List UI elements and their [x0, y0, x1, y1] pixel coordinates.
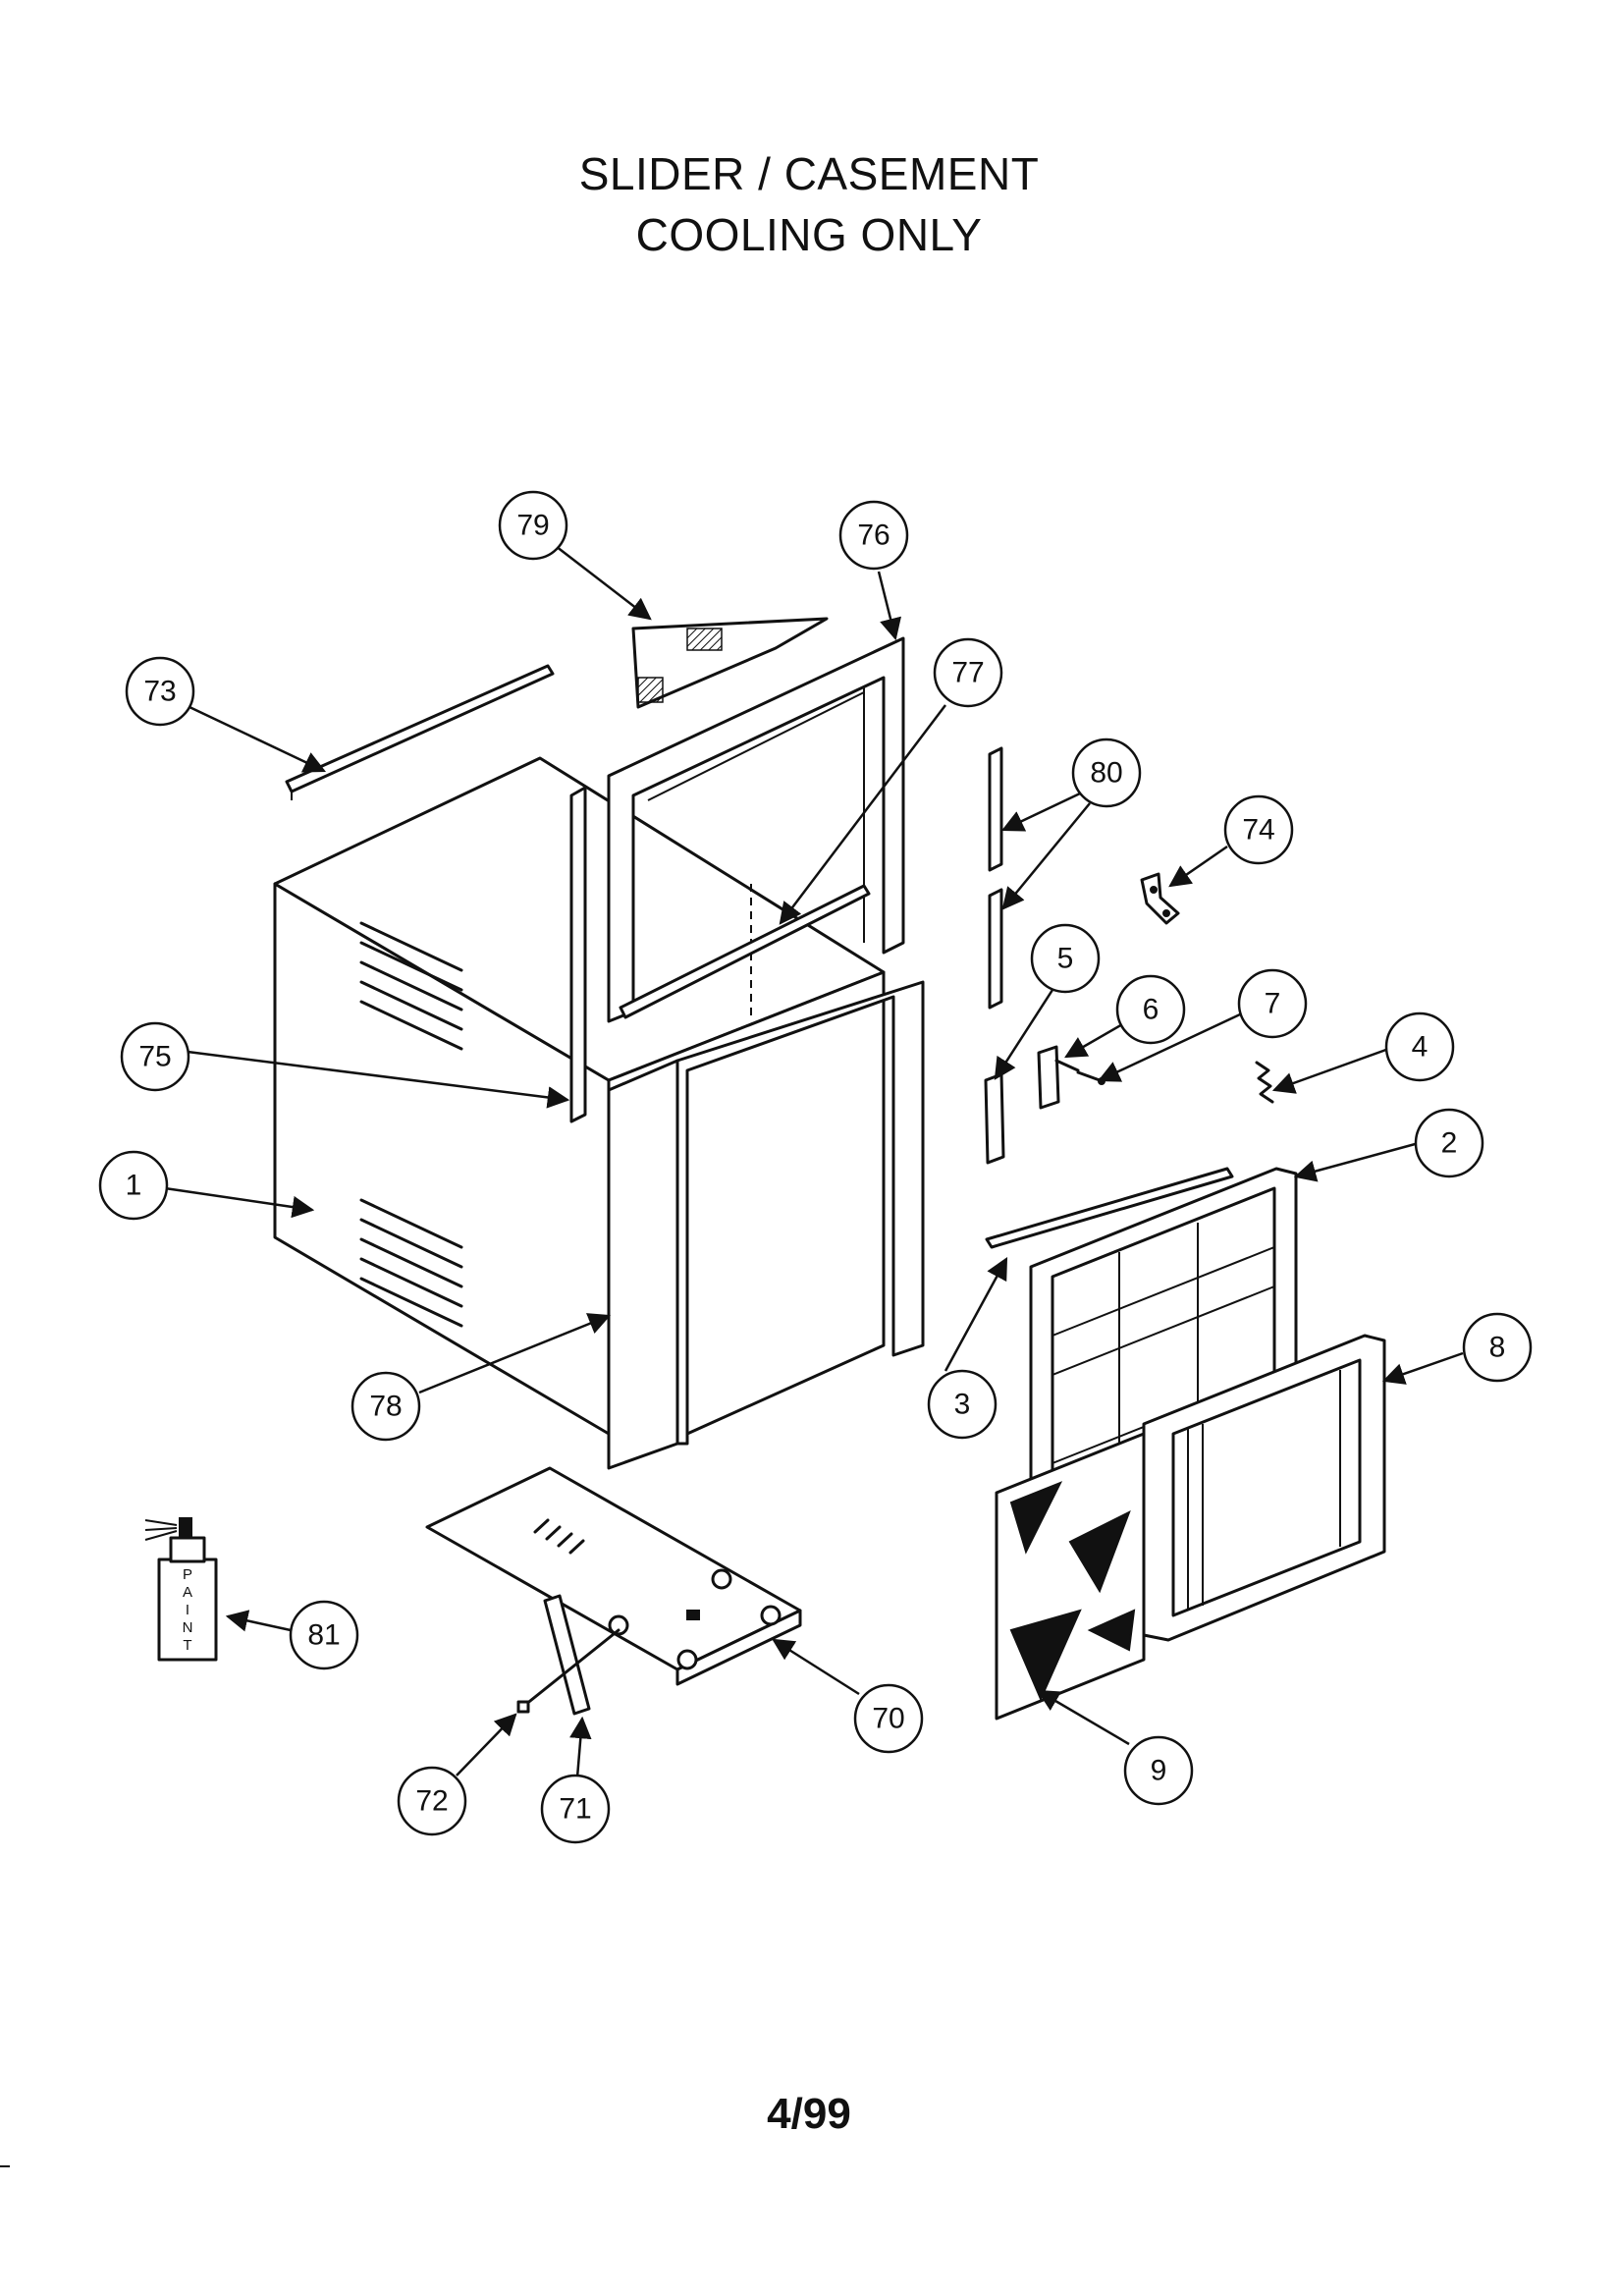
- svg-text:T: T: [183, 1637, 191, 1654]
- callout-74: 74: [1223, 794, 1294, 865]
- svg-text:8: 8: [1489, 1332, 1506, 1364]
- svg-text:3: 3: [954, 1389, 971, 1421]
- callout-81: 81: [289, 1600, 359, 1670]
- latch-plate: [984, 1072, 1005, 1165]
- support-leg: [543, 1594, 591, 1716]
- svg-text:80: 80: [1090, 757, 1122, 790]
- svg-text:N: N: [183, 1619, 193, 1636]
- svg-text:5: 5: [1057, 943, 1074, 975]
- callout-79: 79: [498, 490, 568, 561]
- paint-can-label: P A I N T: [183, 1566, 193, 1654]
- svg-text:74: 74: [1242, 814, 1274, 847]
- leg-rod: [516, 1628, 620, 1714]
- svg-text:P: P: [183, 1566, 192, 1583]
- callout-80: 80: [1071, 738, 1142, 808]
- front-grille: [1142, 1334, 1386, 1642]
- svg-text:72: 72: [415, 1785, 448, 1818]
- svg-text:7: 7: [1265, 988, 1281, 1020]
- cabinet-louvers-upper: [359, 921, 463, 1051]
- svg-text:71: 71: [559, 1793, 591, 1826]
- cross-bar-strip: [619, 884, 871, 1019]
- svg-text:77: 77: [951, 657, 984, 689]
- screw: [1076, 1070, 1106, 1085]
- svg-text:73: 73: [143, 676, 176, 708]
- svg-text:79: 79: [516, 510, 549, 542]
- svg-text:1: 1: [126, 1170, 142, 1202]
- callout-75: 75: [120, 1021, 190, 1092]
- callout-76: 76: [838, 500, 909, 571]
- callout-5: 5: [1030, 923, 1101, 994]
- svg-text:I: I: [186, 1602, 189, 1618]
- callout-2: 2: [1414, 1108, 1484, 1178]
- svg-text:76: 76: [857, 519, 890, 552]
- svg-text:9: 9: [1151, 1755, 1167, 1787]
- title-line-1: SLIDER / CASEMENT: [578, 148, 1040, 199]
- svg-text:78: 78: [369, 1391, 402, 1423]
- side-post: [569, 786, 587, 1123]
- top-rail-strip: [285, 664, 555, 800]
- callout-70: 70: [853, 1683, 924, 1754]
- callout-77: 77: [933, 637, 1003, 708]
- svg-text:70: 70: [872, 1703, 904, 1735]
- callout-9: 9: [1123, 1735, 1194, 1806]
- paint-can-icon: P A I N T: [144, 1517, 218, 1662]
- seal-strips: [988, 746, 1003, 1010]
- svg-text:81: 81: [307, 1619, 340, 1652]
- svg-text:75: 75: [138, 1041, 171, 1073]
- callout-73: 73: [125, 656, 195, 727]
- side-curtain: [607, 980, 925, 1470]
- callout-1: 1: [98, 1150, 169, 1221]
- filter: [995, 1432, 1146, 1721]
- base-pan: [425, 1466, 802, 1686]
- callout-4: 4: [1384, 1011, 1455, 1082]
- callout-71: 71: [540, 1774, 611, 1844]
- spring-clip: [1255, 1061, 1274, 1104]
- label-sheet: [631, 617, 829, 709]
- callout-6: 6: [1115, 974, 1186, 1045]
- callout-7: 7: [1237, 968, 1308, 1039]
- svg-text:2: 2: [1441, 1127, 1458, 1160]
- front-top-strip: [985, 1167, 1234, 1249]
- callout-78: 78: [351, 1371, 421, 1442]
- page-footer: 4/99: [767, 2090, 851, 2138]
- callout-8: 8: [1462, 1312, 1533, 1383]
- callout-72: 72: [397, 1766, 467, 1836]
- lock-catch: [1037, 1045, 1080, 1110]
- svg-text:4: 4: [1412, 1031, 1429, 1064]
- leader-lines: [164, 542, 1464, 1778]
- svg-text:A: A: [183, 1584, 192, 1601]
- callout-3: 3: [927, 1369, 998, 1440]
- angle-bracket: [1140, 872, 1180, 925]
- svg-text:6: 6: [1143, 994, 1160, 1026]
- title-line-2: COOLING ONLY: [635, 209, 983, 260]
- cabinet-louvers-lower: [359, 1198, 463, 1328]
